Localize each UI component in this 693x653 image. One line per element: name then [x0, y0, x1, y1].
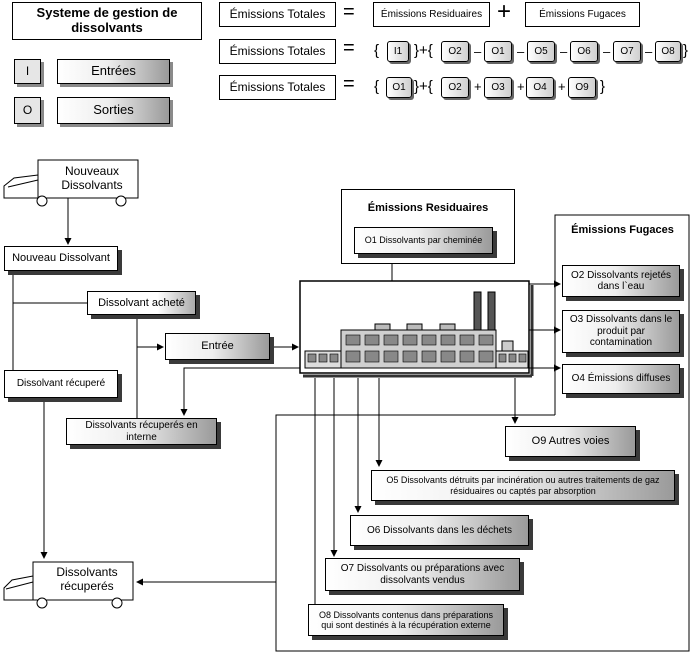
internal-recovery-box: Dissolvants récuperés en interne — [66, 418, 217, 445]
eq2-minus-1: – — [474, 44, 482, 59]
truck-icon — [3, 561, 134, 609]
o8-box: O8 Dissolvants contenus dans préparation… — [308, 604, 504, 636]
legend-input-symbol: I — [14, 59, 41, 84]
eq2-minus-3: – — [560, 44, 568, 59]
o2-box: O2 Dissolvants rejetés dans l`eau — [562, 265, 680, 297]
factory-icon — [299, 280, 534, 378]
o9-box: O9 Autres voies — [505, 426, 636, 457]
eq3-open: { — [374, 78, 380, 95]
eq1-residual: Émissions Residuaires — [373, 2, 490, 27]
eq2-o7: O7 — [613, 41, 641, 62]
truck-new-label: Nouveaux Dissolvants — [61, 164, 123, 192]
bought-solvent-box: Dissolvant acheté — [87, 291, 196, 315]
eq2-close: } — [683, 42, 689, 59]
o1-box: O1 Dissolvants par cheminée — [354, 227, 493, 254]
eq3-plus-3: + — [558, 79, 566, 94]
eq3-o2: O2 — [441, 77, 469, 98]
eq2-open: { — [374, 42, 380, 59]
eq3-o3: O3 — [484, 77, 512, 98]
eq1-plus: + — [497, 0, 512, 25]
eq1-total: Émissions Totales — [219, 2, 336, 27]
fugitive-emissions-frame — [275, 214, 690, 652]
residual-emissions-title: Émissions Residuaires — [367, 202, 489, 214]
eq2-equals: = — [343, 37, 355, 59]
eq2-o5: O5 — [527, 41, 555, 62]
eq1-fugitive: Émissions Fugaces — [525, 2, 640, 27]
fugitive-emissions-title: Émissions Fugaces — [571, 224, 674, 236]
input-box: Entrée — [165, 333, 270, 360]
truck-recovered-label: Dissolvants récuperés — [56, 565, 118, 593]
o5-box: O5 Dissolvants détruits par incinération… — [371, 470, 675, 501]
recovered-solvent-box: Dissolvant récuperé — [4, 370, 118, 398]
eq2-minus-5: – — [645, 44, 653, 59]
eq1-equals: = — [343, 1, 355, 23]
eq2-o2: O2 — [441, 41, 469, 62]
eq2-minus-4: – — [603, 44, 611, 59]
eq2-o1: O1 — [484, 41, 512, 62]
eq3-total: Émissions Totales — [219, 75, 336, 100]
eq2-mid: }+{ — [414, 42, 433, 59]
new-solvent-box: Nouveau Dissolvant — [4, 246, 118, 271]
eq3-o4: O4 — [526, 77, 554, 98]
page-title: Systeme de gestion de dissolvants — [12, 2, 202, 40]
eq3-plus-1: + — [474, 79, 482, 94]
eq2-total: Émissions Totales — [219, 39, 336, 64]
eq2-i1: I1 — [387, 41, 409, 62]
o4-box: O4 Émissions diffuses — [562, 364, 680, 394]
eq2-o6: O6 — [570, 41, 598, 62]
eq3-equals: = — [343, 73, 355, 95]
o7-box: O7 Dissolvants ou préparations avec diss… — [325, 558, 520, 591]
truck-icon — [3, 159, 139, 207]
eq2-o8: O8 — [655, 41, 681, 62]
legend-output-symbol: O — [14, 97, 41, 124]
eq2-minus-2: – — [517, 44, 525, 59]
eq3-o9: O9 — [568, 77, 596, 98]
eq3-close: } — [600, 78, 606, 95]
eq3-o1: O1 — [386, 77, 412, 98]
o6-box: O6 Dissolvants dans les déchets — [350, 515, 529, 546]
o3-box: O3 Dissolvants dans le produit par conta… — [562, 310, 680, 353]
legend-input-label: Entrées — [57, 59, 170, 84]
eq3-plus-2: + — [517, 79, 525, 94]
legend-output-label: Sorties — [57, 97, 170, 124]
eq3-mid: }+{ — [414, 78, 433, 95]
